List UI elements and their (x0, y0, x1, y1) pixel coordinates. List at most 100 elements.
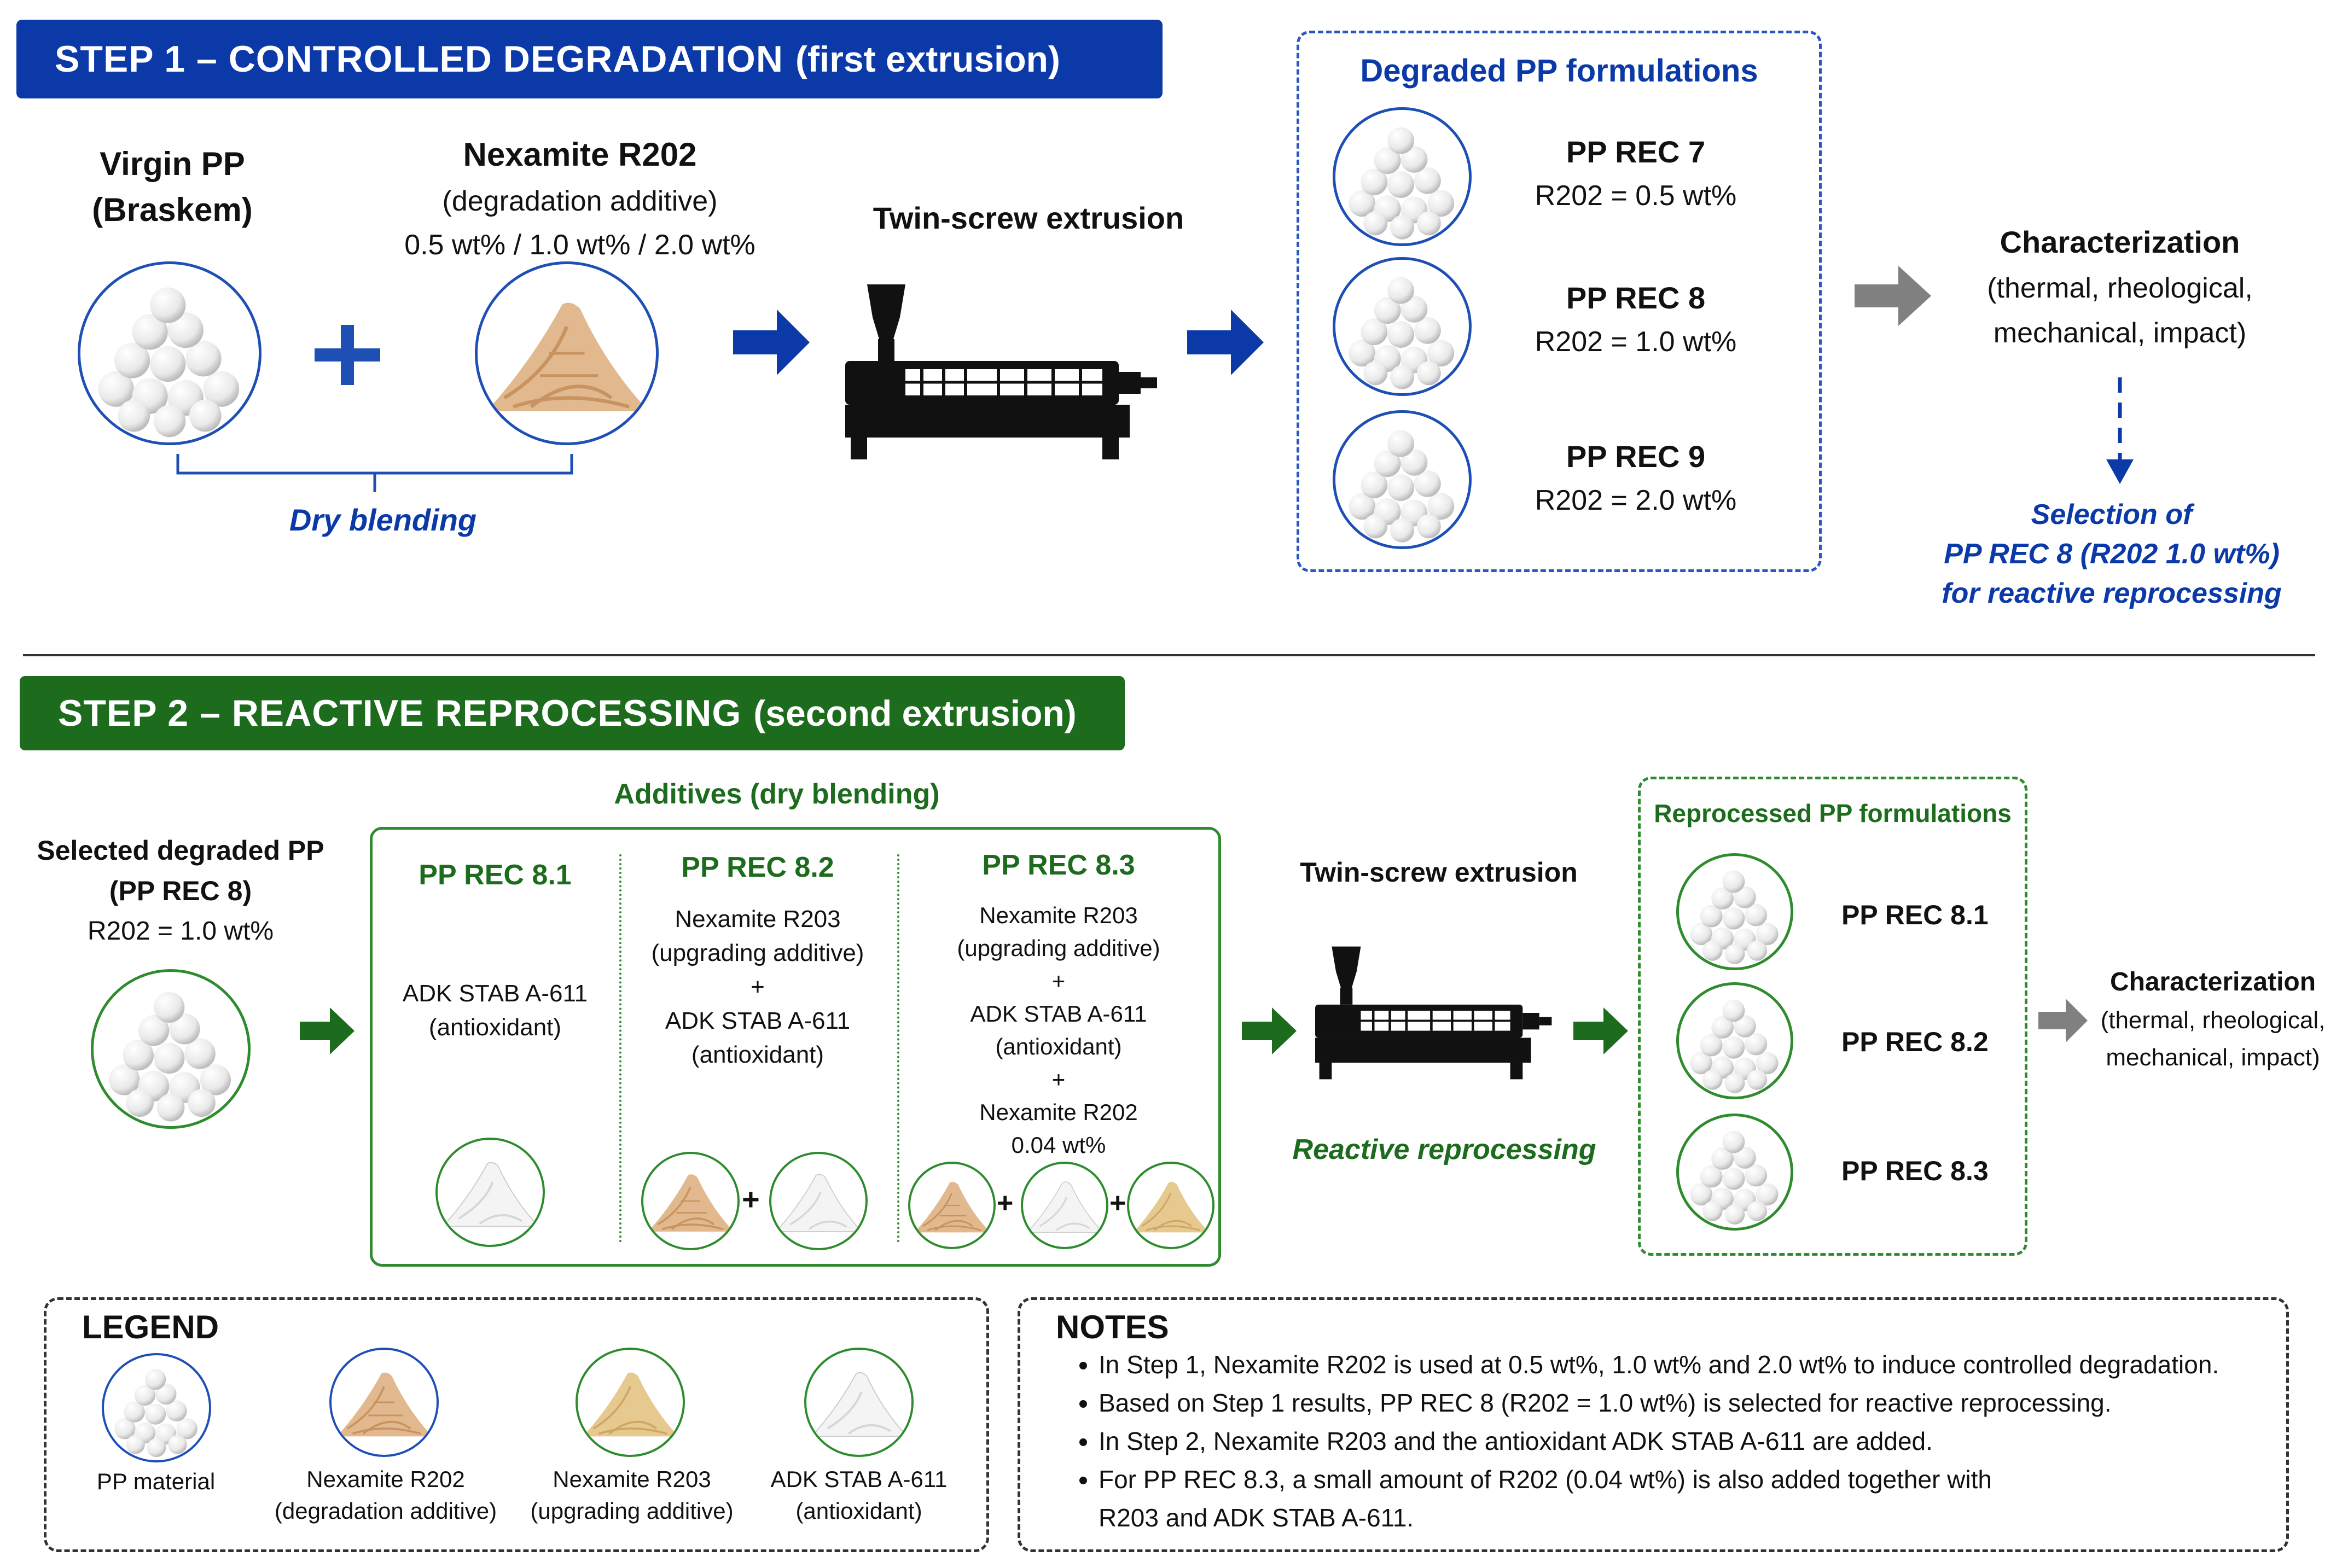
legend-pp-l1: PP material (96, 1468, 216, 1494)
nexamite-r202-label: Nexamite R202 (degradation additive) 0.5… (361, 130, 799, 267)
rec83-plus1: + (1051, 968, 1066, 994)
r202-powder-icon (475, 261, 659, 445)
selected-pp-pellets-icon (91, 969, 251, 1129)
legend-adk-l1: ADK STAB A-611 (770, 1466, 948, 1492)
reprocessed-formulations-box (1638, 777, 2027, 1256)
twin-screw-label-2: Twin-screw extrusion (1300, 857, 1578, 888)
note-item: In Step 2, Nexamite R203 and the antioxi… (1099, 1422, 2259, 1460)
step2-characterization: Characterization (thermal, rheological, … (2090, 963, 2336, 1076)
plus-icon: + (742, 1182, 760, 1216)
plus-icon: + (997, 1187, 1014, 1219)
dry-blending-bracket (176, 454, 573, 492)
selection-line2: PP REC 8 (R202 1.0 wt%) (1944, 538, 2280, 570)
formulation-rec7-name: PP REC 7 (1566, 135, 1706, 169)
selected-degraded-pp: Selected degraded PP (PP REC 8) R202 = 1… (22, 830, 339, 952)
step1-banner-subtitle: (first extrusion) (795, 39, 1060, 79)
reactive-reprocessing-label: Reactive reprocessing (1292, 1134, 1596, 1165)
step2-char-line2: mechanical, impact) (2106, 1044, 2320, 1071)
legend-item-r202: Nexamite R202 (degradation additive) (257, 1464, 514, 1527)
rec81-l1: ADK STAB A-611 (402, 980, 588, 1007)
adk-powder-icon (769, 1152, 868, 1250)
rec83-l4: (antioxidant) (995, 1034, 1122, 1059)
adk-powder-icon (435, 1138, 545, 1247)
legend-box (44, 1297, 989, 1552)
rec82-l1: Nexamite R203 (675, 906, 841, 932)
degraded-formulations-title: Degraded PP formulations (1360, 53, 1758, 89)
legend-adk-l2: (antioxidant) (795, 1498, 922, 1524)
plus-icon: + (1109, 1187, 1126, 1219)
rec81-pellets-icon (1676, 853, 1793, 970)
rec83-additives: Nexamite R203 (upgrading additive) + ADK… (903, 899, 1214, 1162)
legend-r202-powder-icon (329, 1348, 439, 1457)
selection-line3: for reactive reprocessing (1942, 578, 2282, 609)
rec82-l4: (antioxidant) (691, 1041, 824, 1068)
rec82-plus: + (751, 974, 765, 1000)
dry-blending-label: Dry blending (289, 503, 477, 537)
r202-powder-icon (641, 1152, 740, 1250)
plus-icon (315, 325, 380, 385)
rec82-additives: Nexamite R203 (upgrading additive) + ADK… (624, 902, 892, 1072)
note-item: Based on Step 1 results, PP REC 8 (R202 … (1099, 1384, 2259, 1422)
rec83-l6: 0.04 wt% (1011, 1132, 1106, 1158)
legend-item-adk: ADK STAB A-611 (antioxidant) (744, 1464, 974, 1527)
adk-powder-icon (1021, 1162, 1108, 1249)
rec83-l1: Nexamite R203 (979, 902, 1138, 928)
nexamite-r202-amounts: 0.5 wt% / 1.0 wt% / 2.0 wt% (404, 229, 756, 261)
rec81-title: PP REC 8.1 (419, 859, 572, 891)
rec8-pellets-icon (1333, 257, 1472, 396)
arrow-right-icon (2038, 999, 2088, 1042)
selection-line1: Selection of (2031, 499, 2193, 531)
formulation-rec8-detail: R202 = 1.0 wt% (1535, 326, 1737, 358)
rec83-l5: Nexamite R202 (979, 1099, 1138, 1125)
dashed-down-arrow-icon (2106, 377, 2134, 484)
legend-title: LEGEND (82, 1309, 219, 1345)
legend-pp-pellets-icon (102, 1353, 211, 1462)
legend-item-pp: PP material (60, 1466, 252, 1497)
step1-characterization: Characterization (thermal, rheological, … (1948, 219, 2292, 355)
twin-screw-label: Twin-screw extrusion (873, 201, 1184, 235)
reprocessed-rec83: PP REC 8.3 (1841, 1156, 1989, 1186)
arrow-right-icon (733, 310, 810, 375)
formulation-rec8: PP REC 8 R202 = 1.0 wt% (1493, 276, 1778, 364)
virgin-pp-pellets-icon (78, 261, 261, 445)
arrow-right-icon (1187, 310, 1264, 375)
rec81-l2: (antioxidant) (428, 1014, 562, 1041)
selection-note: Selection of PP REC 8 (R202 1.0 wt%) for… (1893, 495, 2331, 613)
formulation-rec7-detail: R202 = 0.5 wt% (1535, 180, 1737, 212)
notes-list: In Step 1, Nexamite R202 is used at 0.5 … (1056, 1345, 2259, 1537)
rec7-pellets-icon (1333, 107, 1472, 246)
legend-r202-l1: Nexamite R202 (306, 1466, 465, 1492)
step1-char-title: Characterization (2000, 225, 2240, 259)
formulation-rec9-detail: R202 = 2.0 wt% (1535, 485, 1737, 516)
note-item: For PP REC 8.3, a small amount of R202 (… (1099, 1460, 2039, 1537)
extruder-icon (1315, 942, 1556, 1084)
rec82-pellets-icon (1676, 982, 1793, 1099)
rec82-l3: ADK STAB A-611 (665, 1007, 851, 1034)
r203-powder-icon (1127, 1162, 1214, 1249)
additives-title: Additives (dry blending) (614, 778, 940, 810)
rec82-title: PP REC 8.2 (681, 852, 834, 883)
notes-box (1018, 1297, 2289, 1552)
legend-r202-l2: (degradation additive) (274, 1498, 497, 1524)
legend-adk-powder-icon (804, 1348, 914, 1457)
step2-banner-title: STEP 2 – REACTIVE REPROCESSING (58, 692, 742, 734)
arrow-right-icon (1242, 1007, 1297, 1054)
rec83-l3: ADK STAB A-611 (970, 1001, 1147, 1027)
formulation-rec8-name: PP REC 8 (1566, 281, 1706, 315)
virgin-pp-line2: (Braskem) (92, 191, 253, 228)
step2-banner-subtitle: (second extrusion) (753, 693, 1077, 733)
selected-line2: (PP REC 8) (109, 876, 252, 906)
step2-char-title: Characterization (2109, 967, 2316, 996)
nexamite-r202-title: Nexamite R202 (463, 136, 697, 173)
arrow-right-icon (1573, 1007, 1628, 1054)
rec83-title: PP REC 8.3 (982, 849, 1135, 881)
reprocessed-rec81: PP REC 8.1 (1841, 900, 1989, 930)
legend-r203-l1: Nexamite R203 (553, 1466, 711, 1492)
extruder-icon (845, 279, 1163, 465)
degraded-formulations-box (1297, 31, 1822, 572)
step1-char-line2: mechanical, impact) (1993, 317, 2247, 349)
selected-line1: Selected degraded PP (37, 835, 324, 866)
step1-banner: STEP 1 – CONTROLLED DEGRADATION (first e… (16, 20, 1163, 98)
r202-powder-icon (908, 1162, 996, 1249)
formulation-rec9-name: PP REC 9 (1566, 439, 1706, 474)
